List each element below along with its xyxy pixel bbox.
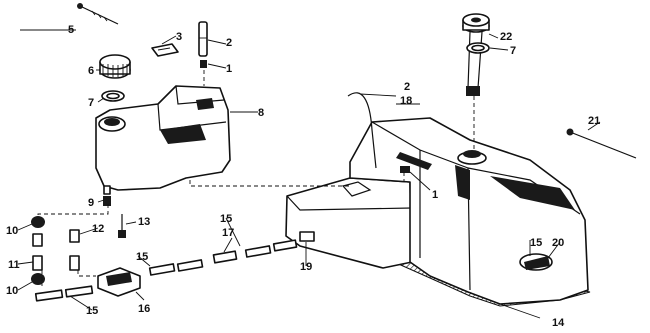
- callout-20: 20: [552, 237, 564, 249]
- line-connector-stack: [31, 216, 45, 285]
- callout-5: 5: [68, 24, 74, 36]
- outlet-fitting: [299, 231, 315, 242]
- callout-13: 13: [138, 216, 150, 228]
- short-hose: [198, 21, 208, 57]
- callout-12: 12: [92, 223, 104, 235]
- fuel-return-hose: [347, 92, 377, 169]
- callout-14: 14: [552, 317, 565, 329]
- callout-10-top: 10: [6, 225, 18, 237]
- bolt: [77, 3, 119, 25]
- callout-1-right: 1: [432, 189, 438, 201]
- callout-22: 22: [500, 31, 512, 43]
- callout-15-bottom: 15: [86, 305, 98, 317]
- oil-tank: [95, 85, 231, 195]
- bracket: [151, 43, 179, 57]
- callout-2-long-hose: 2: [404, 81, 410, 93]
- callout-15-drain: 15: [530, 237, 542, 249]
- callout-11: 11: [8, 259, 20, 271]
- callout-10-bottom: 10: [6, 285, 18, 297]
- callout-9: 9: [88, 197, 94, 209]
- hose-clamp: [200, 60, 207, 68]
- callout-labels: 5 3 2 1 6 7 8 9 10 11 10 12 13 15 15 16 …: [6, 24, 600, 329]
- oil-pump: [97, 267, 141, 297]
- check-valve: [118, 214, 126, 238]
- callout-7-left: 7: [88, 97, 94, 109]
- callout-17: 17: [222, 227, 234, 239]
- callout-16: 16: [138, 303, 150, 315]
- callout-2-hose: 2: [226, 37, 232, 49]
- long-bolt: [566, 128, 637, 159]
- callout-15-middle: 15: [136, 251, 148, 263]
- callout-3: 3: [176, 31, 182, 43]
- oil-outlet-fitting: [103, 196, 111, 206]
- callout-18: 18: [400, 95, 412, 107]
- callout-6: 6: [88, 65, 94, 77]
- leader-lines: [17, 29, 601, 319]
- callout-7-right: 7: [510, 45, 516, 57]
- main-fuel-tank: [285, 117, 591, 307]
- callout-8: 8: [258, 107, 264, 119]
- callout-1-clamp: 1: [226, 63, 232, 75]
- fuel-line-segments: [34, 239, 298, 302]
- callout-15-top: 15: [220, 213, 232, 225]
- oil-filler-cap: [99, 54, 131, 79]
- tank-lower-body: [285, 177, 413, 269]
- callout-21: 21: [588, 115, 600, 127]
- fuel-cap-sender: [462, 13, 490, 96]
- callout-19: 19: [300, 261, 312, 273]
